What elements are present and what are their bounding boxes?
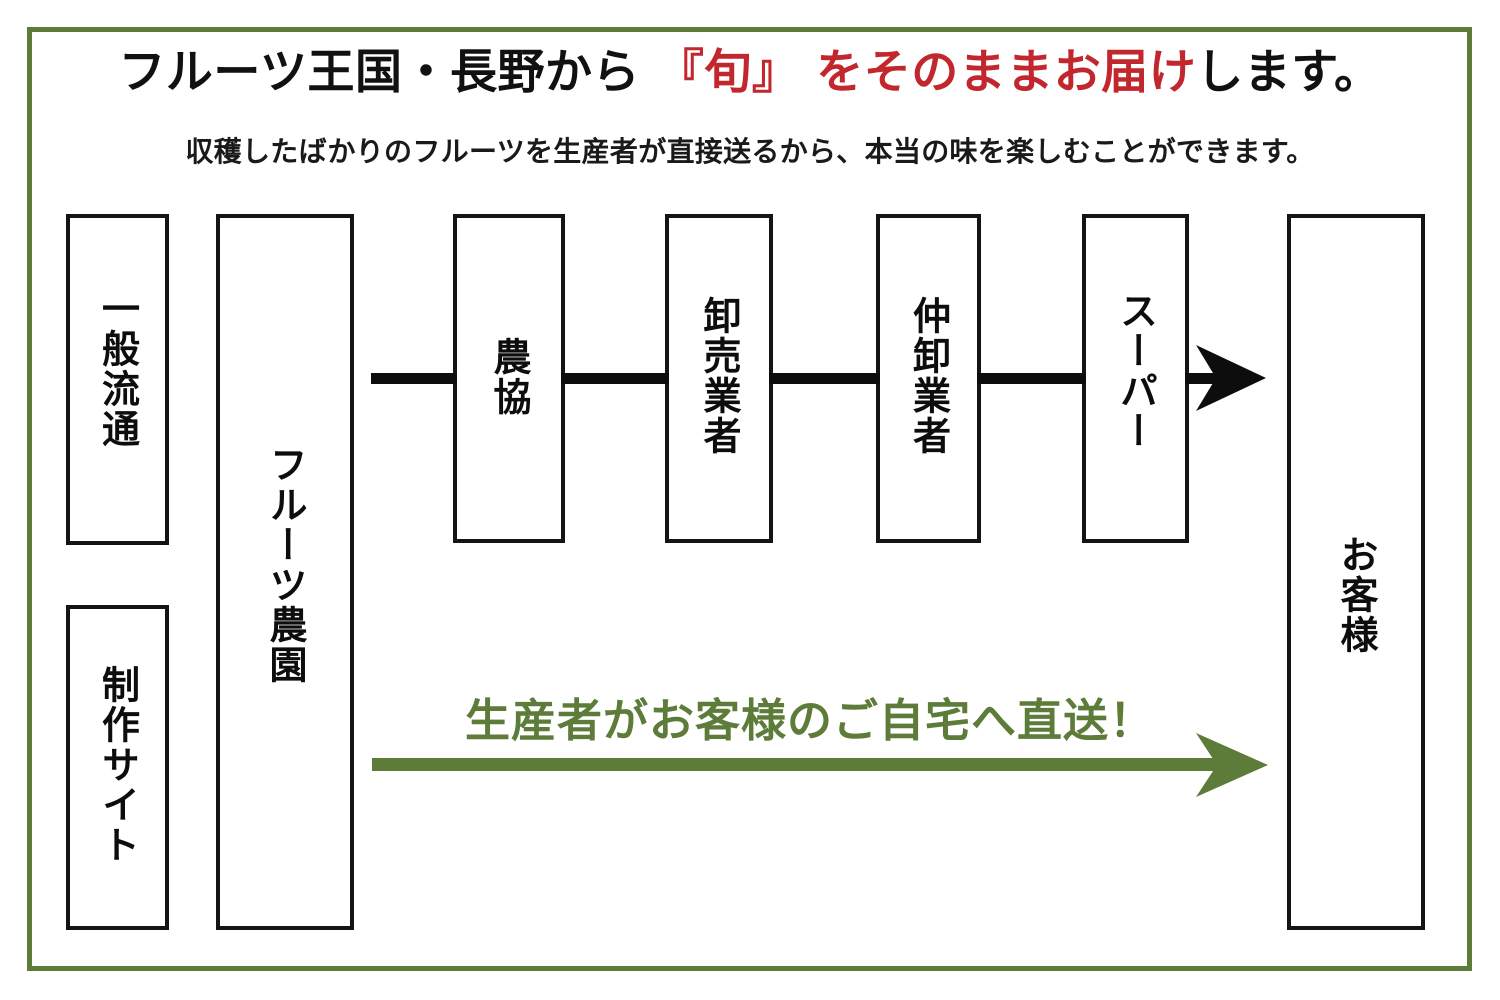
node-label-agricultural-cooperative: 農協 [487,336,531,417]
row-label-box-production-site: 制作サイト [66,605,169,930]
flow-line-supermarket-to-customer [1185,373,1230,384]
node-label-supermarket: スーパー [1113,290,1158,451]
node-box-intermediate-wholesaler: 仲卸業者 [876,214,981,543]
row-label-box-general-distribution: 一般流通 [66,214,169,545]
node-label-customer: お客様 [1334,535,1378,655]
arrow-right-icon-green [1196,733,1268,797]
flow-line-wholesaler-to-intermediate [769,373,880,384]
node-box-wholesaler: 卸売業者 [665,214,773,543]
node-box-agricultural-cooperative: 農協 [453,214,565,543]
node-box-supermarket: スーパー [1082,214,1189,543]
row-label-production-site: 制作サイト [95,664,140,865]
flow-line-farm-to-cooperative [371,373,457,384]
headline-highlight: 『旬』 をそのままお届け [656,45,1197,100]
node-label-intermediate-wholesaler: 仲卸業者 [906,295,951,456]
node-label-wholesaler: 卸売業者 [697,295,741,456]
headline-lead: フルーツ王国・長野から [118,45,657,100]
flow-line-intermediate-to-supermarket [977,373,1086,384]
direct-shipping-caption: 生産者がお客様のご自宅へ直送！ [464,694,1155,747]
flow-line-farm-to-customer-direct [372,758,1238,771]
headline-tail: します。 [1196,45,1382,100]
node-label-fruit-farm: フルーツ農園 [263,445,307,685]
page-subtitle: 収穫したばかりのフルーツを生産者が直接送るから、本当の味を楽しむことができます。 [185,135,1315,168]
row-label-general-distribution: 一般流通 [95,288,140,449]
node-box-fruit-farm: フルーツ農園 [216,214,354,930]
arrow-right-icon-black [1196,345,1266,411]
flow-line-cooperative-to-wholesaler [561,373,669,384]
page-title: フルーツ王国・長野から 『旬』 をそのままお届けします。 [0,45,1500,100]
node-box-customer: お客様 [1287,214,1425,930]
